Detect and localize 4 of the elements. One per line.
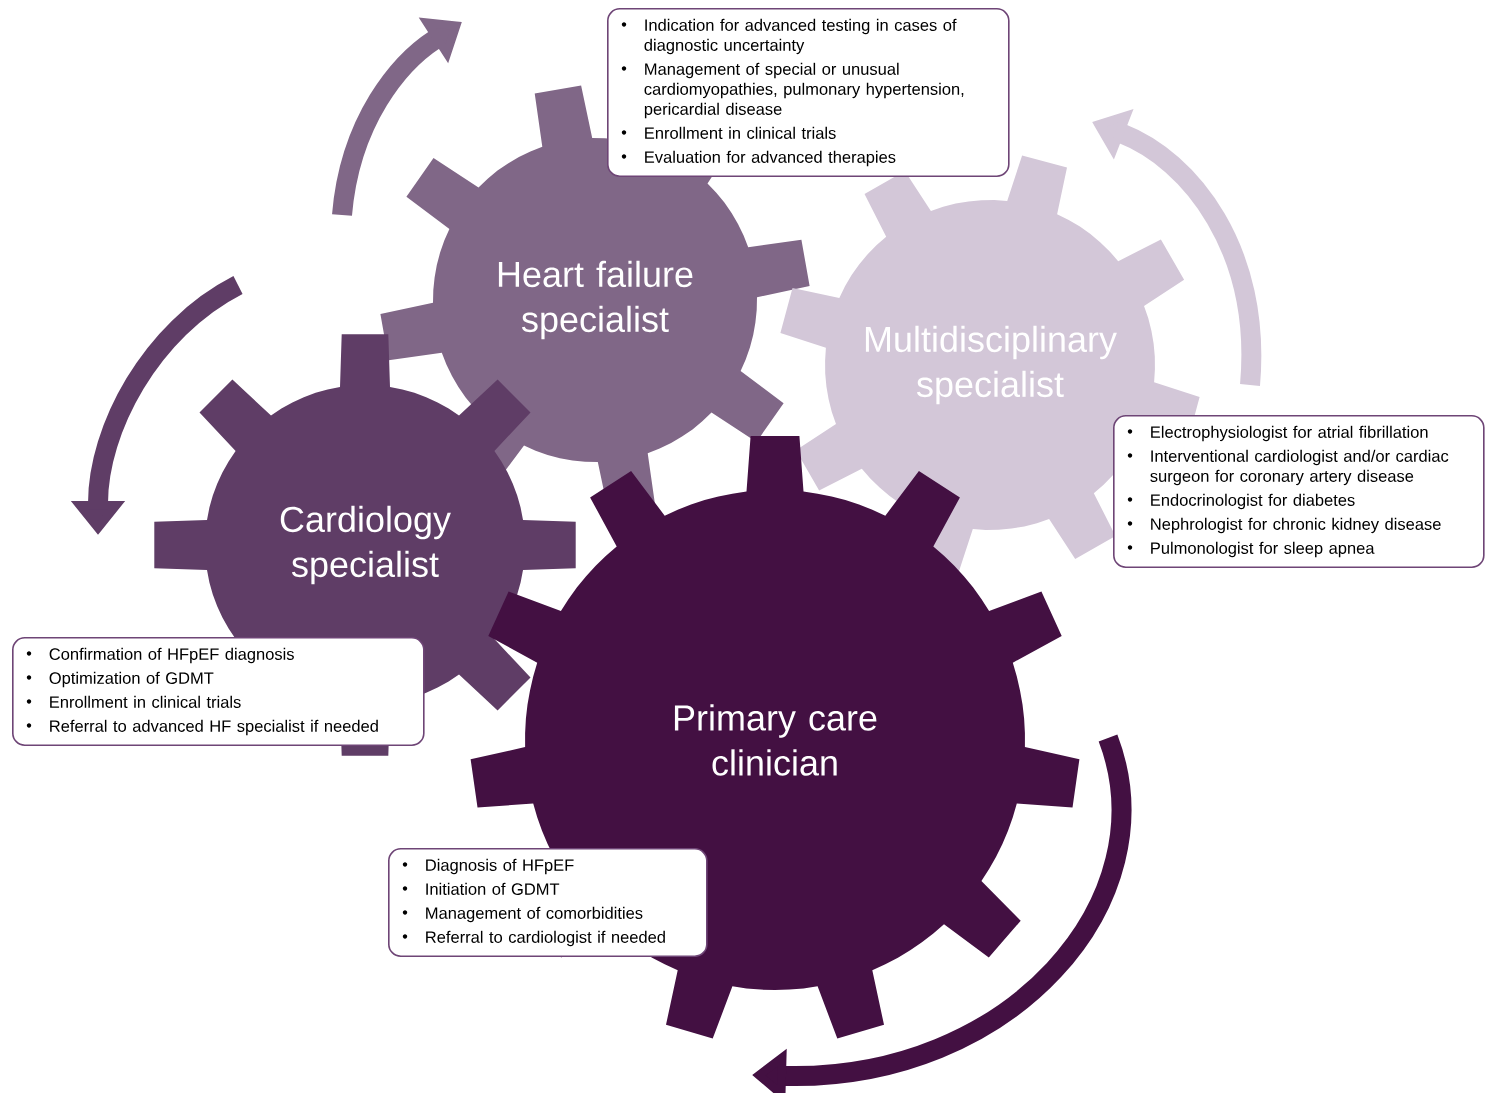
bullet-list-box: Electrophysiologist for atrial fibrillation Interventional cardiologist and/or cardiac surgeon for coronary artery disease Endocrinologist for diabetes Nephrologist for chronic kidney disease Pulmonologist for sleep apnea xyxy=(1113,415,1485,568)
bullet-list-box: Diagnosis of HFpEF Initiation of GDMT Management of comorbidities Referral to cardiologist if needed xyxy=(388,848,708,957)
bullet-list-box: Confirmation of HFpEF diagnosis Optimization of GDMT Enrollment in clinical trials Referral to advanced HF specialist if needed xyxy=(12,637,425,746)
bullet-list-box: Indication for advanced testing in cases of diagnostic uncertainty Management of special or unusual cardiomyopathies, pulmonary hypertension, pericardial disease Enrollment in clinical trials Evaluation for advanced therapies xyxy=(607,8,1010,177)
